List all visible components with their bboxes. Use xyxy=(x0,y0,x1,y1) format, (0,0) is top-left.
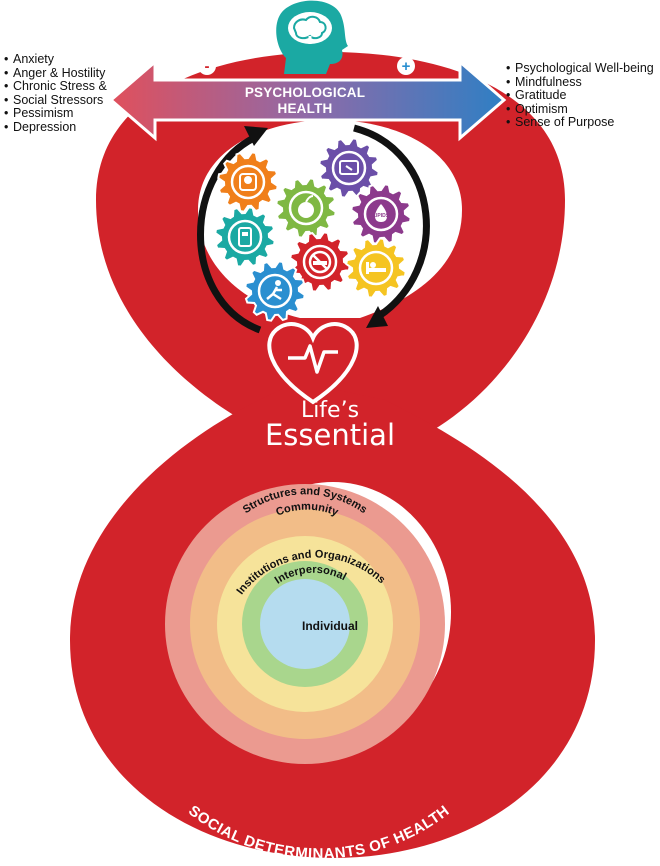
minus-badge: - xyxy=(198,57,216,75)
gear-apple-icon xyxy=(275,177,337,239)
negative-factors-list: Anxiety Anger & Hostility Chronic Stress… xyxy=(4,52,107,135)
right-arrowhead xyxy=(366,306,388,328)
community-label: Community xyxy=(274,501,340,519)
scale-icon xyxy=(239,173,257,191)
gear-exercise-icon xyxy=(244,260,306,322)
positive-factor: Psychological Well-being xyxy=(506,61,654,76)
tablet-icon xyxy=(339,160,359,175)
psychological-health-arrow xyxy=(108,58,507,142)
psychological-health-line1: PSYCHOLOGICAL xyxy=(244,85,366,100)
lipids-badge-text: LIPIDS xyxy=(373,213,390,219)
gear-no-smoking-icon xyxy=(289,231,351,293)
gear-glucose-meter-icon xyxy=(214,206,276,268)
positive-factor: Gratitude xyxy=(506,89,654,103)
psychological-health-label: PSYCHOLOGICAL HEALTH xyxy=(220,85,390,117)
plus-sign: + xyxy=(402,58,411,75)
plus-badge: + xyxy=(397,57,415,75)
negative-factor: Anxiety xyxy=(4,52,107,67)
individual-label: Individual xyxy=(301,619,358,633)
heart-pulse-icon xyxy=(267,322,359,405)
psychological-health-line2: HEALTH xyxy=(277,101,333,116)
brain-head-icon xyxy=(276,0,348,74)
left-arrowhead xyxy=(244,126,268,146)
gear-lipids-icon: LIPIDS xyxy=(350,183,412,245)
exercise-icon xyxy=(266,280,282,301)
sleep-icon xyxy=(366,262,386,274)
negative-factor-continuation: Social Stressors xyxy=(4,93,107,108)
minus-sign: - xyxy=(205,58,210,75)
negative-factor: Chronic Stress & xyxy=(4,80,107,94)
glucose-meter-icon xyxy=(238,227,252,247)
lifes-essential-line2: Essential xyxy=(264,418,396,452)
positive-factors-list: Psychological Well-being Mindfulness Gra… xyxy=(506,61,654,130)
right-cycle-arrow xyxy=(353,124,430,321)
gear-tablet-icon xyxy=(318,137,380,199)
apple-icon xyxy=(298,195,314,218)
negative-factor: Depression xyxy=(4,120,107,135)
negative-factor: Anger & Hostility xyxy=(4,66,107,81)
ecological-rings xyxy=(165,484,445,764)
individual-ring xyxy=(260,579,350,669)
no-smoking-icon xyxy=(308,250,332,274)
positive-factor: Mindfulness xyxy=(506,75,654,90)
gear-sleep-icon xyxy=(345,237,407,299)
gear-cluster: LIPIDS xyxy=(214,137,412,322)
gear-scale-icon xyxy=(217,151,279,213)
positive-factor: Optimism xyxy=(506,102,654,117)
lipids-icon: LIPIDS xyxy=(373,204,390,222)
positive-factor: Sense of Purpose xyxy=(506,116,654,130)
negative-factor: Pessimism xyxy=(4,107,107,121)
lifes-essential-line1: Life’s xyxy=(300,398,360,423)
left-cycle-arrow xyxy=(197,132,262,334)
cycle-arrows xyxy=(197,124,430,334)
